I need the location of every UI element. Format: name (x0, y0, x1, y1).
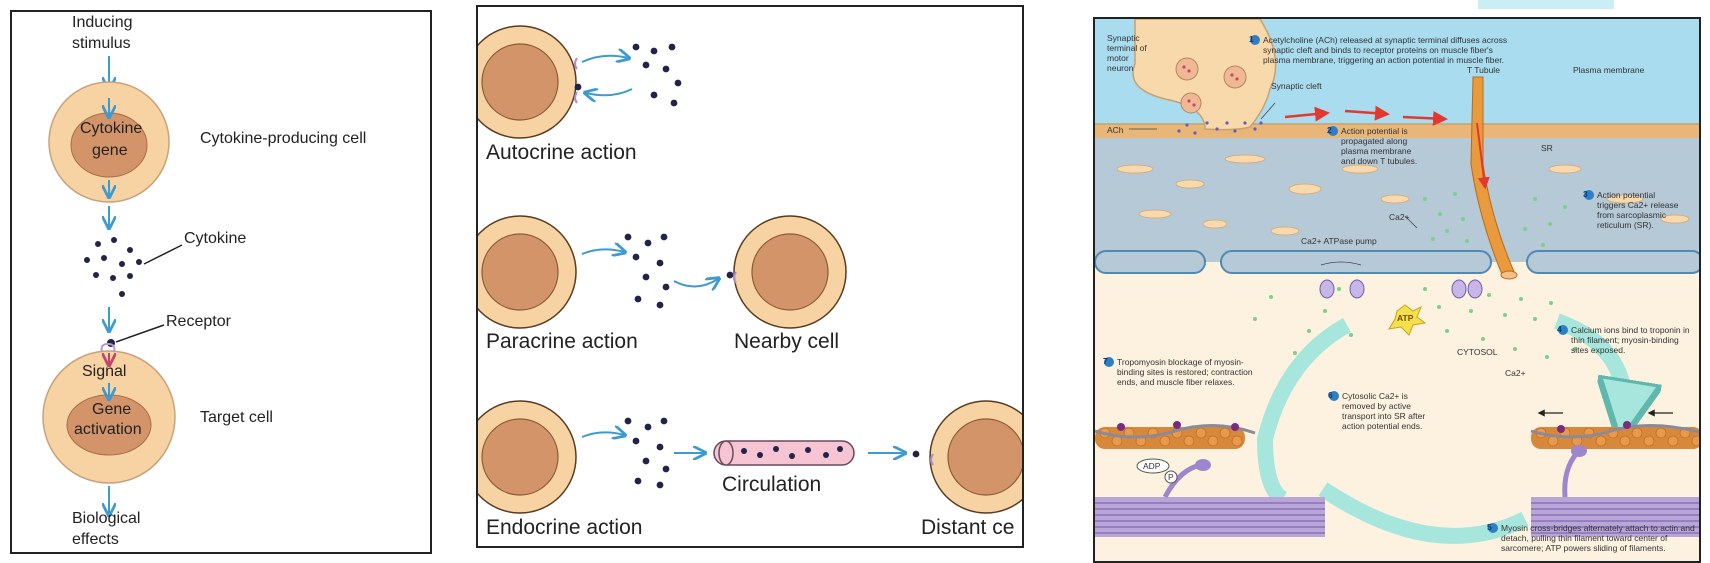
autocrine-dots (574, 43, 682, 107)
thick-filament-right (1531, 445, 1699, 537)
cytokine-pointer (143, 244, 183, 265)
top-accent-bar (1478, 0, 1614, 9)
cytokine-pathway-graphic (42, 56, 183, 554)
ttubule-label: T Tubule (1467, 65, 1500, 75)
inducing-label: Inducing (72, 14, 133, 31)
autocrine-label: Autocrine action (486, 141, 637, 164)
endocrine-bound-dot (912, 450, 920, 458)
autocrine-arrow-out (581, 56, 628, 62)
ca-label-2: Ca2+ (1505, 368, 1526, 378)
ap-arrow (1284, 106, 1330, 122)
t-tubule-opening (1500, 270, 1518, 280)
cleft-pointer (1260, 102, 1276, 120)
circulation-vessel (713, 440, 855, 466)
paracrine-label: Paracrine action (486, 330, 638, 353)
cleft-label: Synaptic cleft (1271, 81, 1322, 91)
sr-label: SR (1541, 143, 1553, 153)
step2-text: Action potential is propagated along pla… (1341, 126, 1418, 166)
biological-label: Biological (72, 510, 141, 527)
muscle-contraction-panel: Synaptic terminal of motor neuron ACh Sy… (1093, 17, 1701, 563)
adp-bubble (1136, 458, 1170, 474)
step7-text: Tropomyosin blockage of myosin-binding s… (1117, 357, 1253, 387)
step-number: 4 (1557, 324, 1562, 334)
paracrine-cell (478, 215, 577, 329)
stimulus-label: stimulus (72, 35, 131, 52)
autocrine-arrow-in (586, 89, 633, 95)
ap-arrow (1402, 110, 1448, 126)
ca-pointer (1404, 215, 1418, 229)
thin-filament-right (1530, 421, 1699, 449)
step-number: 7 (1103, 356, 1108, 366)
cytosol-label: CYTOSOL (1457, 347, 1498, 357)
muscle-contraction-graphic (1095, 19, 1699, 561)
receptor-pointer (115, 324, 165, 343)
pump-label: Ca2+ ATPase pump (1301, 236, 1377, 246)
pi-bubble (1164, 470, 1178, 484)
synaptic-vesicles (1175, 57, 1247, 114)
nearby-cell (733, 215, 847, 329)
endocrine-cell (478, 400, 577, 514)
paracrine-bound-dot (726, 271, 734, 279)
ca-label-1: Ca2+ (1389, 212, 1410, 222)
step1-text: Acetylcholine (ACh) released at synaptic… (1263, 35, 1508, 65)
target-cell-label: Target cell (200, 409, 273, 426)
recycle-arrow-bottom (1318, 482, 1529, 544)
paracrine-arrow-to-nearby (673, 279, 718, 287)
step-number: 2 (1327, 125, 1332, 135)
recycle-arrow-left (1256, 317, 1351, 506)
cytokine-action-graphic (478, 25, 1022, 514)
endocrine-arrow-out (581, 432, 624, 437)
calcium-ions (1253, 192, 1577, 359)
cytokine-gene-label-1: Cytokine (80, 120, 143, 137)
pump-brace (1320, 261, 1362, 266)
thick-filament-left (1095, 459, 1325, 537)
ach-label: ACh (1107, 125, 1124, 135)
receptor-label: Receptor (166, 313, 231, 330)
cytokine-gene-label-2: gene (92, 142, 128, 159)
terminal-label: Synaptic terminal of motor neuron (1107, 33, 1147, 73)
cytokine-dots (84, 237, 142, 297)
step6-text: Cytosolic Ca2+ is removed by active tran… (1342, 391, 1426, 431)
endocrine-label: Endocrine action (486, 516, 643, 539)
step-number-circles (1104, 35, 1594, 533)
step-number: 5 (1487, 522, 1492, 532)
adp-label: ADP (1143, 461, 1161, 471)
paracrine-dots (624, 233, 670, 309)
ca-atpase-pumps (1319, 279, 1483, 299)
paracrine-arrow-out (581, 249, 624, 254)
atp-label: ATP (1397, 313, 1414, 323)
circulation-label: Circulation (722, 473, 822, 496)
distant-cell (929, 400, 1022, 514)
gene-activation-label-1: Gene (92, 401, 132, 418)
cytokine-label: Cytokine (184, 230, 247, 247)
gene-activation-label-2: activation (74, 421, 142, 438)
thin-filament-left (1095, 421, 1256, 449)
effects-label: effects (72, 531, 119, 548)
step-number: 3 (1583, 189, 1588, 199)
step-number: 1 (1249, 34, 1254, 44)
ach-molecules (1177, 121, 1263, 135)
step-number: 6 (1328, 390, 1333, 400)
signal-label: Signal (82, 363, 127, 380)
producing-cell-label: Cytokine-producing cell (200, 130, 367, 147)
atp-burst (1388, 304, 1427, 336)
step4-text: Calcium ions bind to troponin in thin fi… (1571, 325, 1690, 355)
sarcoplasmic-reticulum (1095, 154, 1699, 274)
receptor-cup (100, 342, 116, 353)
cytokine-action-panel: Autocrine action Paracrine action Nearby… (476, 5, 1024, 548)
nearby-cell-label: Nearby cell (734, 330, 840, 353)
synaptic-terminal (1132, 19, 1277, 131)
step5-text: Myosin cross-bridges alternately attach … (1501, 523, 1695, 553)
distant-cell-label: Distant ce (921, 516, 1015, 539)
recycle-arrow-right (1554, 313, 1625, 424)
step3-text: Action potential triggers Ca2+ release f… (1597, 190, 1679, 230)
endocrine-dots (624, 417, 670, 489)
ap-arrow (1344, 105, 1390, 121)
plasma-membrane-label: Plasma membrane (1573, 65, 1645, 75)
pi-label: P (1168, 472, 1174, 482)
cytokine-pathway-panel: Inducing stimulus Cytokine gene Cytokine… (10, 10, 432, 554)
autocrine-cell (478, 25, 578, 139)
